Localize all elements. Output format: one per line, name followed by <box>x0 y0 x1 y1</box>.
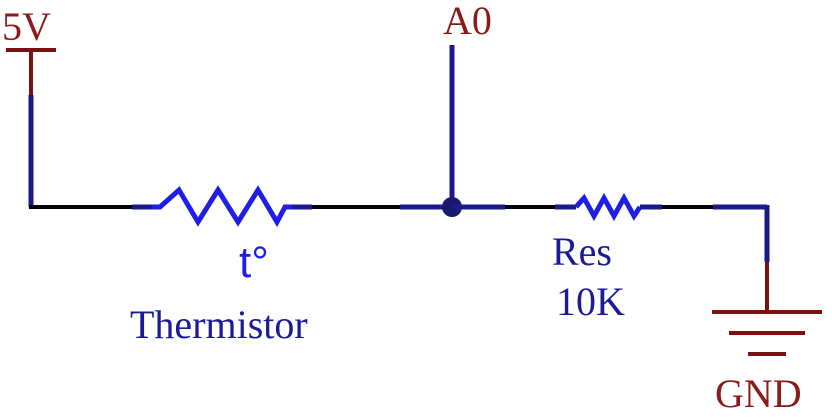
thermistor <box>132 185 312 228</box>
a0-label: A0 <box>443 0 492 43</box>
thermistor-zigzag <box>152 185 292 228</box>
resistor-value-label: 10K <box>556 279 625 324</box>
supply-label: 5V <box>2 4 51 49</box>
thermistor-symbol-label: t° <box>239 238 269 287</box>
ground-symbol <box>712 262 822 356</box>
resistor-name-label: Res <box>552 229 612 274</box>
supply-5v-symbol <box>6 48 56 95</box>
resistor <box>555 192 662 222</box>
resistor-zigzag <box>574 192 643 222</box>
ground-label: GND <box>715 371 802 416</box>
thermistor-name-label: Thermistor <box>130 302 308 347</box>
